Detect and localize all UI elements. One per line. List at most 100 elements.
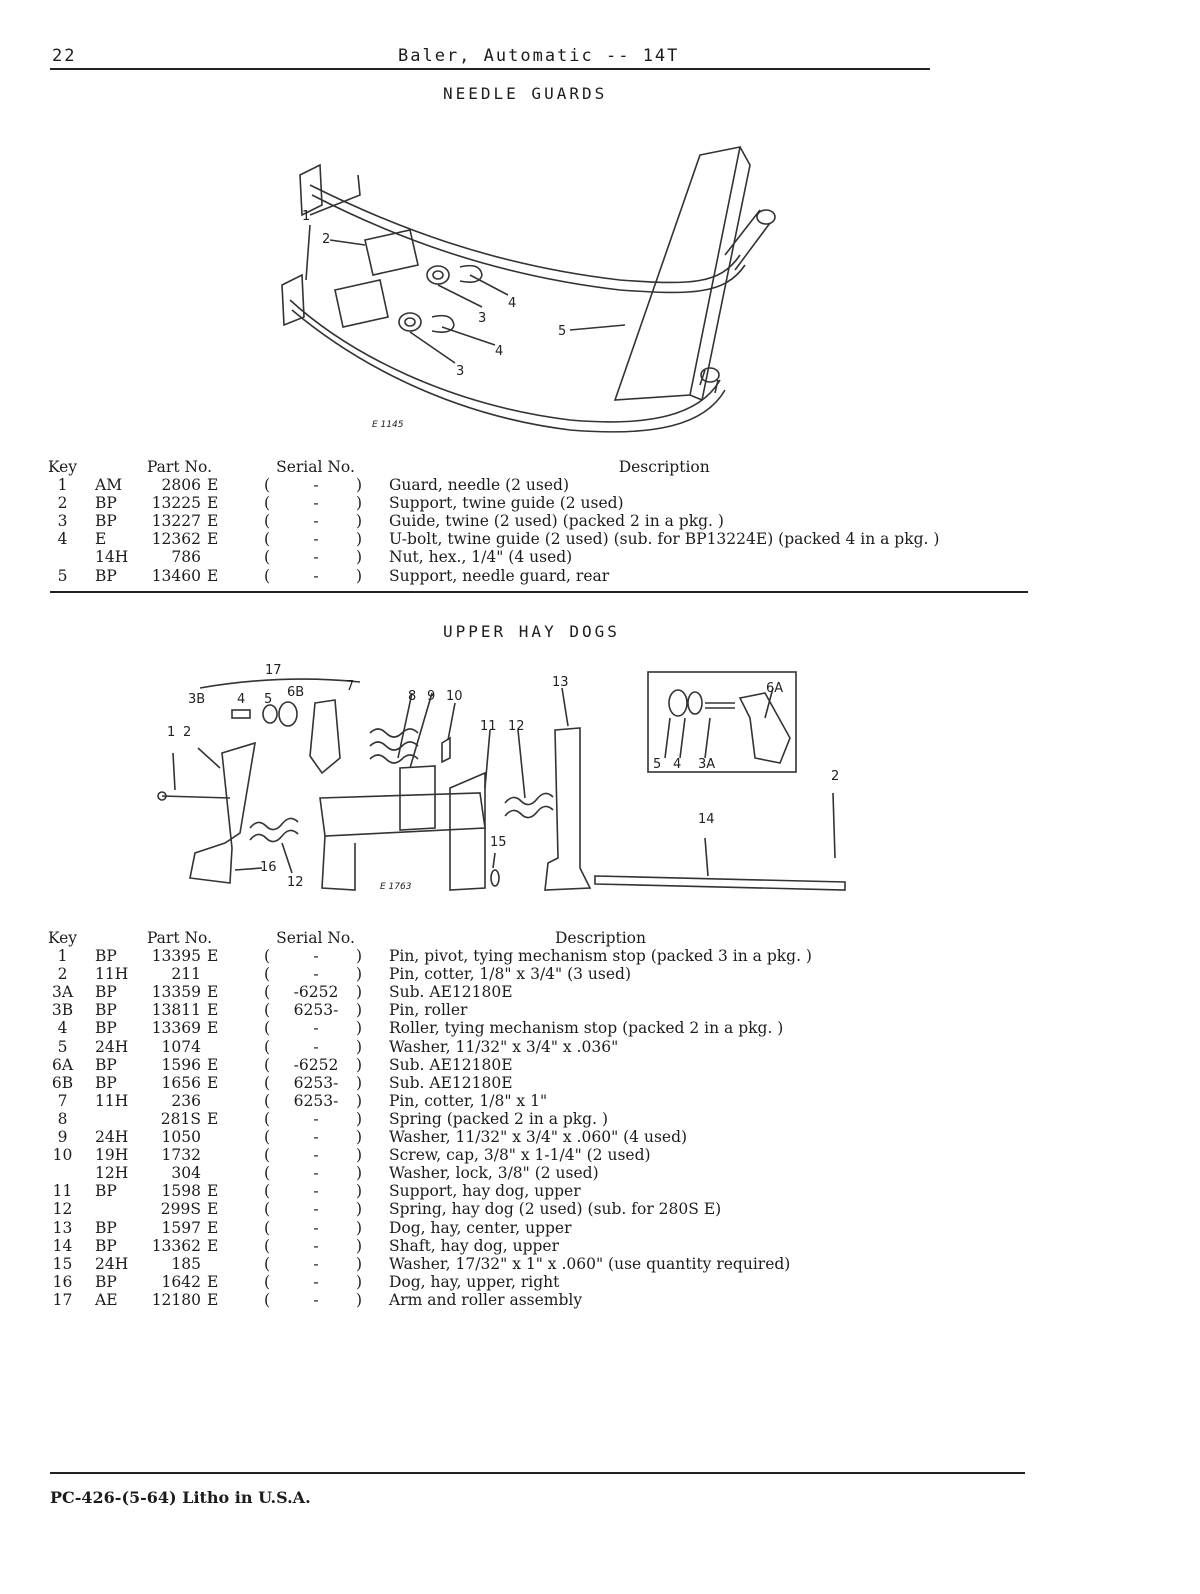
part-prefix-cell [95, 1200, 143, 1218]
part-prefix-cell: BP [95, 1073, 117, 1092]
serial-value: - [313, 530, 319, 549]
footer-imprint: PC-426-(5-64) Litho in U.S.A. [50, 1488, 311, 1507]
serial-cell: (-) [264, 512, 363, 531]
description-cell: Sub. AE12180E [389, 1055, 513, 1074]
key-cell: 2 [57, 965, 68, 984]
serial-cell: (-6252) [264, 983, 363, 1002]
key-cell: 2 [57, 494, 68, 513]
key-cell: 3 [57, 512, 68, 531]
description-cell: Guard, needle (2 used) [389, 476, 570, 495]
serial-cell: (6253-) [264, 1073, 363, 1092]
inset-box [647, 671, 797, 773]
part-prefix-cell [95, 1110, 143, 1128]
serial-value: - [313, 1164, 319, 1183]
callout-14: 14 [698, 812, 715, 827]
key-cell: 13 [52, 1218, 73, 1237]
serial-value: - [313, 1019, 319, 1038]
part-suffix-cell [207, 1038, 264, 1056]
part-number-cell: 13369 [151, 1019, 201, 1038]
callout-inset-4: 4 [673, 757, 681, 772]
col-serial-no: Serial No. [276, 929, 355, 947]
serial-value: - [313, 1200, 319, 1219]
part-suffix-cell [207, 1092, 264, 1110]
part-suffix-cell: E [207, 1109, 219, 1128]
key-cell: 9 [57, 1128, 68, 1147]
serial-cell: (-6252) [264, 1055, 363, 1074]
description-cell: Shaft, hay dog, upper [389, 1236, 560, 1255]
part-number-cell: 13395 [151, 947, 201, 966]
serial-cell: (-) [264, 1200, 363, 1219]
part-number-cell: 1596 [161, 1055, 201, 1074]
callout-12-bottom: 12 [287, 875, 304, 890]
part-suffix-cell: E [207, 1182, 219, 1201]
serial-cell: (-) [264, 1182, 363, 1201]
needle-guard-upper-edge [311, 194, 746, 294]
part-suffix-cell: E [207, 1236, 219, 1255]
part-suffix-cell: E [207, 1001, 219, 1020]
figure-id-upper-hay-dogs: E 1763 [380, 882, 412, 892]
callout-6b: 6B [287, 685, 304, 700]
part-number-cell: 13225 [151, 494, 201, 513]
key-cell: 6B [51, 1073, 74, 1092]
pin-roller-3b [231, 709, 251, 719]
description-cell: Sub. AE12180E [389, 1073, 513, 1092]
key-cell: 11 [52, 1182, 73, 1201]
part-suffix-cell [207, 1164, 264, 1182]
part-prefix-cell: BP [95, 1182, 117, 1201]
key-cell [30, 548, 95, 566]
section-title-upper-hay-dogs: UPPER HAY DOGS [443, 622, 620, 641]
part-number-cell: 786 [171, 548, 201, 567]
description-cell: Support, hay dog, upper [389, 1182, 581, 1201]
col-key: Key [47, 458, 78, 476]
part-prefix-cell: BP [95, 947, 117, 966]
needle-guard-upper [309, 184, 741, 284]
part-number-cell: 12180 [151, 1290, 201, 1309]
serial-value: - [313, 1182, 319, 1201]
callout-3a: 3A [698, 757, 715, 772]
screw-10 [441, 736, 451, 764]
table-header: Key Part No. Serial No. Description [30, 458, 939, 476]
col-description: Description [618, 458, 710, 476]
key-cell: 7 [57, 1091, 68, 1110]
pivot-pin-1 [161, 795, 231, 799]
key-cell: 14 [52, 1236, 73, 1255]
part-suffix-cell: E [207, 512, 219, 531]
part-number-cell: 304 [171, 1164, 201, 1183]
part-prefix-cell: BP [95, 1218, 117, 1237]
callout-15: 15 [490, 835, 507, 850]
serial-value: 6253- [293, 1001, 339, 1020]
serial-cell: (-) [264, 476, 363, 495]
part-number-cell: 236 [171, 1091, 201, 1110]
key-cell [30, 1164, 95, 1182]
description-cell: Guide, twine (2 used) (packed 2 in a pkg… [389, 512, 724, 531]
serial-cell: (-) [264, 965, 363, 984]
page-number: 22 [52, 46, 77, 66]
serial-value: - [313, 566, 319, 585]
callout-5: 5 [264, 692, 272, 707]
part-number-cell: 1732 [161, 1146, 201, 1165]
description-cell: Arm and roller assembly [389, 1290, 583, 1309]
page-title: Baler, Automatic -- 14T [398, 46, 680, 66]
part-prefix-cell: 11H [95, 965, 129, 984]
part-prefix-cell: BP [95, 566, 117, 585]
twine-guide-support-1 [364, 229, 419, 276]
serial-cell: (-) [264, 1272, 363, 1291]
callout-1: 1 [302, 209, 310, 224]
col-part-no: Part No. [146, 458, 213, 476]
washer-5 [262, 704, 278, 724]
key-cell: 4 [57, 530, 68, 549]
serial-value: - [313, 476, 319, 495]
serial-value: 6253- [293, 1073, 339, 1092]
callout-2-right: 2 [831, 769, 839, 784]
serial-cell: (-) [264, 1128, 363, 1147]
serial-value: - [313, 1128, 319, 1147]
section-rule-1 [50, 591, 1028, 593]
part-number-cell: 13359 [151, 983, 201, 1002]
